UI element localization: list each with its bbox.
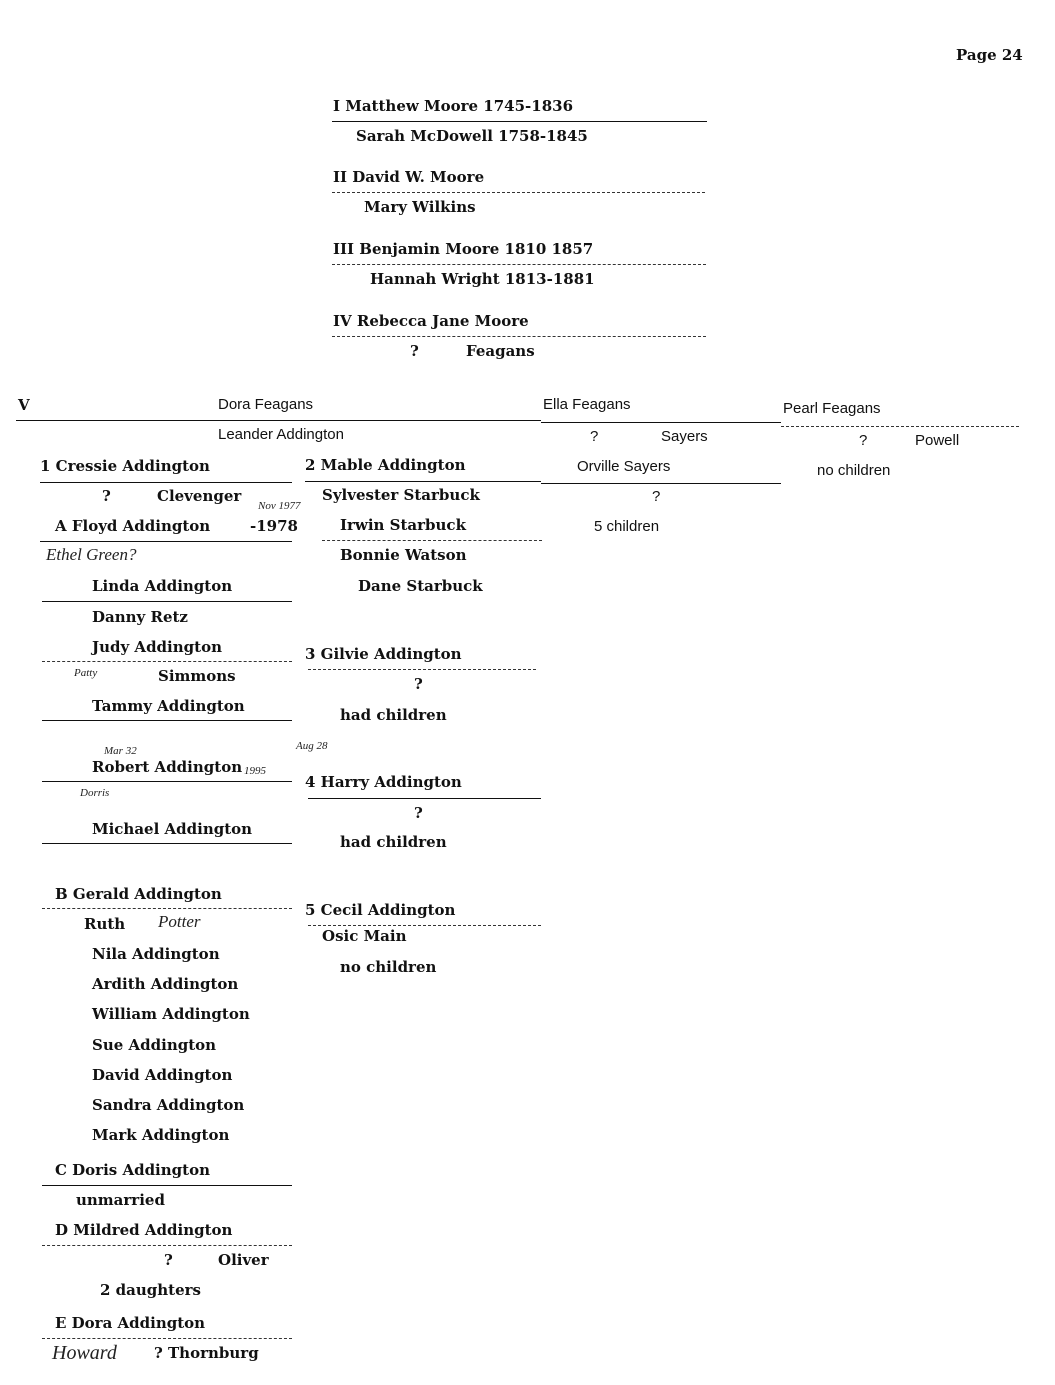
dora-addington: E Dora Addington xyxy=(55,1314,206,1332)
divider xyxy=(308,925,541,926)
unknown-mark: ? xyxy=(410,342,419,360)
child-name: Robert Addington xyxy=(92,758,243,776)
gilvie-addington: 3 Gilvie Addington xyxy=(305,645,462,663)
divider xyxy=(332,121,707,122)
divider xyxy=(42,1245,292,1246)
divider xyxy=(42,1185,292,1186)
child-name: Nila Addington xyxy=(92,945,220,963)
gen4-head: IV Rebecca Jane Moore xyxy=(333,312,529,330)
divider xyxy=(42,843,292,844)
divider xyxy=(781,426,1019,427)
mildred-note: 2 daughters xyxy=(100,1281,201,1299)
gen3-head: III Benjamin Moore 1810 1857 xyxy=(333,240,594,258)
gilvie-note: had children xyxy=(340,706,447,724)
handwritten-year: 1995 xyxy=(244,765,266,777)
cecil-addington: 5 Cecil Addington xyxy=(305,901,456,919)
divider xyxy=(541,483,781,484)
divider xyxy=(16,420,541,421)
unknown-mark: ? xyxy=(590,428,599,445)
handwritten-date: Mar 32 xyxy=(104,745,137,757)
unknown-mark: ? xyxy=(652,488,661,505)
unknown-mark: ? xyxy=(102,487,111,505)
gen5-numeral: V xyxy=(18,396,30,414)
child-name: David Addington xyxy=(92,1066,233,1084)
cecil-note: no children xyxy=(340,958,437,976)
divider xyxy=(42,781,292,782)
bonnie-watson: Bonnie Watson xyxy=(340,546,467,564)
pearl-feagans: Pearl Feagans xyxy=(783,400,881,417)
ella-note: 5 children xyxy=(594,518,660,535)
divider xyxy=(42,661,292,662)
doris-addington: C Doris Addington xyxy=(55,1161,210,1179)
divider xyxy=(42,720,292,721)
unknown-mark: ? xyxy=(859,432,868,449)
irwin-starbuck: Irwin Starbuck xyxy=(340,516,466,534)
mable-addington: 2 Mable Addington xyxy=(305,456,466,474)
dane-starbuck: Dane Starbuck xyxy=(358,577,483,595)
handwritten-name: Howard xyxy=(52,1342,117,1364)
gen1-head: I Matthew Moore 1745-1836 xyxy=(333,97,574,115)
child-name: Mark Addington xyxy=(92,1126,230,1144)
child-spouse: Danny Retz xyxy=(92,608,188,626)
leander-addington: Leander Addington xyxy=(218,426,344,443)
cressie-spouse: Clevenger xyxy=(157,487,242,505)
child-name: Linda Addington xyxy=(92,577,233,595)
divider xyxy=(308,669,536,670)
gen2-spouse: Mary Wilkins xyxy=(364,198,476,216)
handwritten-name: Patty xyxy=(74,667,98,679)
divider xyxy=(541,422,781,423)
child-spouse: Simmons xyxy=(158,667,236,685)
ella-spouse: Sayers xyxy=(661,428,708,445)
child-name: Judy Addington xyxy=(92,638,222,656)
floyd-date: -1978 xyxy=(250,517,298,535)
gen3-spouse: Hannah Wright 1813-1881 xyxy=(370,270,595,288)
gilvie-spouse: ? xyxy=(414,675,423,693)
mildred-spouse: Oliver xyxy=(218,1251,269,1269)
pearl-note: no children xyxy=(817,462,891,479)
cecil-spouse: Osic Main xyxy=(322,927,407,945)
handwritten-name: Potter xyxy=(158,912,201,931)
divider xyxy=(322,540,542,541)
gen1-spouse: Sarah McDowell 1758-1845 xyxy=(356,127,588,145)
divider xyxy=(40,482,292,483)
divider xyxy=(42,1338,292,1339)
gen2-head: II David W. Moore xyxy=(333,168,485,186)
handwritten-date: Nov 1977 xyxy=(258,500,301,512)
gerald-spouse: Ruth xyxy=(84,915,126,933)
mable-spouse: Sylvester Starbuck xyxy=(322,486,480,504)
handwritten-date: Aug 28 xyxy=(296,740,328,752)
harry-addington: 4 Harry Addington xyxy=(305,773,462,791)
harry-note: had children xyxy=(340,833,447,851)
harry-spouse: ? xyxy=(414,804,423,822)
ella-feagans: Ella Feagans xyxy=(543,396,631,413)
handwritten-name: Dorris xyxy=(80,787,110,799)
floyd-addington: A Floyd Addington xyxy=(55,517,211,535)
divider xyxy=(42,601,292,602)
child-name: Tammy Addington xyxy=(92,697,245,715)
child-name: Sue Addington xyxy=(92,1036,217,1054)
divider xyxy=(40,541,292,542)
child-name: Ardith Addington xyxy=(92,975,239,993)
child-name: William Addington xyxy=(92,1005,250,1023)
unknown-mark: ? xyxy=(164,1251,173,1269)
child-name: Michael Addington xyxy=(92,820,253,838)
mildred-addington: D Mildred Addington xyxy=(55,1221,233,1239)
handwritten-spouse: Ethel Green? xyxy=(46,545,137,564)
divider xyxy=(332,264,706,265)
gerald-addington: B Gerald Addington xyxy=(55,885,222,903)
divider xyxy=(42,908,292,909)
dora-spouse: ? Thornburg xyxy=(154,1344,259,1362)
pearl-spouse: Powell xyxy=(915,432,960,449)
cressie-addington: 1 Cressie Addington xyxy=(40,457,210,475)
page-number: Page 24 xyxy=(956,46,1023,64)
divider xyxy=(308,798,541,799)
divider xyxy=(332,336,706,337)
orville-sayers: Orville Sayers xyxy=(577,458,671,475)
doris-note: unmarried xyxy=(76,1191,165,1209)
divider xyxy=(305,481,541,482)
gen4-spouse: Feagans xyxy=(466,342,535,360)
divider xyxy=(332,192,705,193)
child-name: Sandra Addington xyxy=(92,1096,245,1114)
dora-feagans: Dora Feagans xyxy=(218,396,314,413)
